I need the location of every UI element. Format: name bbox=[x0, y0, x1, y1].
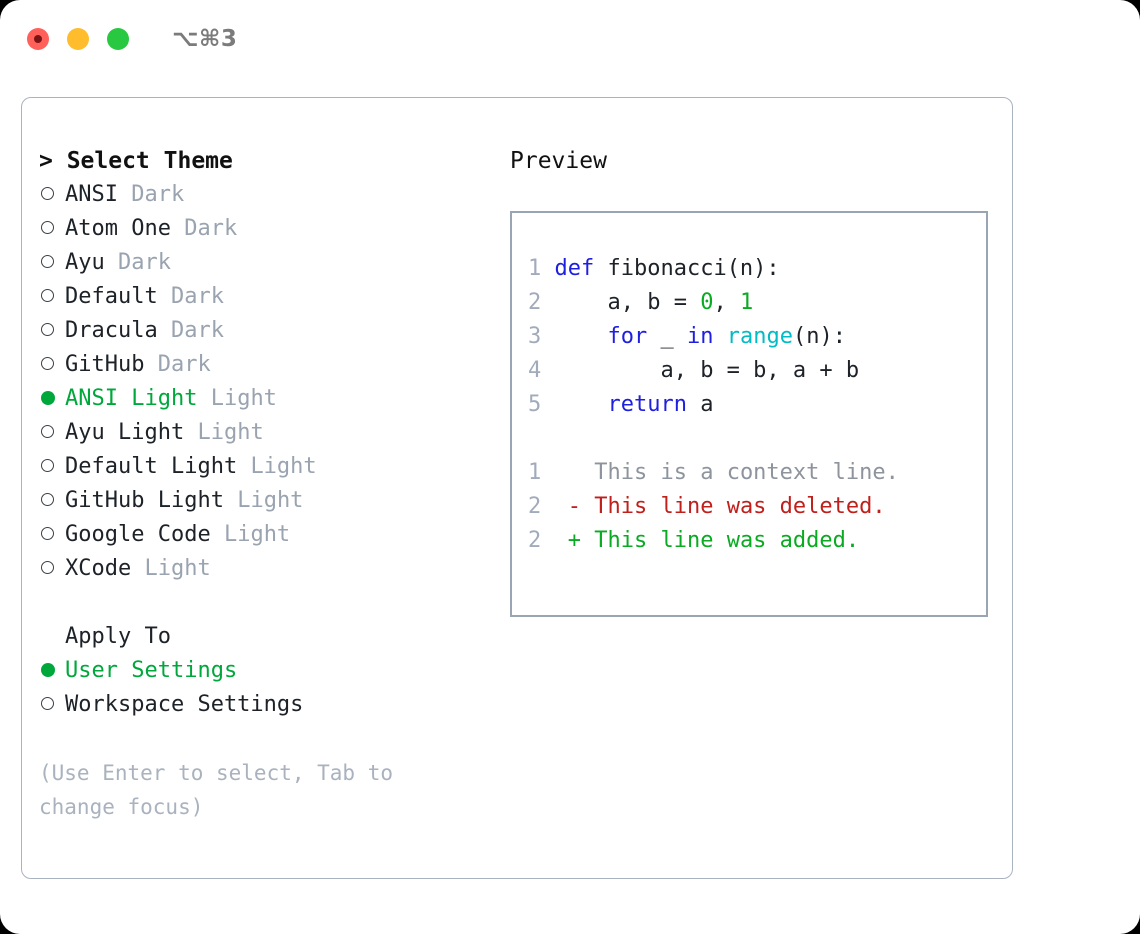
diff-sign bbox=[568, 460, 581, 485]
code-sample: 1 def fibonacci(n): 2 a, b = 0, 1 3 for … bbox=[528, 252, 986, 422]
diff-line-context: 1 This is a context line. bbox=[528, 456, 986, 490]
theme-option-tag: Light bbox=[144, 556, 211, 581]
code-token-plain: a, b = b, a + b bbox=[554, 358, 860, 383]
theme-option-list: ANSI Dark Atom One Dark Ayu Dark Default… bbox=[39, 178, 492, 586]
code-token-keyword: in bbox=[686, 324, 714, 349]
code-token-function: range bbox=[726, 324, 793, 349]
code-token-number: 0 bbox=[700, 290, 714, 315]
theme-option-label: Google Code bbox=[65, 522, 211, 547]
diff-sample: 1 This is a context line. 2 - This line … bbox=[528, 456, 986, 558]
code-token-plain bbox=[555, 324, 608, 349]
theme-option-tag: Light bbox=[250, 454, 317, 479]
code-line: 3 for _ in range(n): bbox=[528, 320, 986, 354]
theme-option-github-light[interactable]: GitHub Light Light bbox=[39, 484, 492, 518]
diff-line-deleted: 2 - This line was deleted. bbox=[528, 490, 986, 524]
theme-option-ansi-dark[interactable]: ANSI Dark bbox=[39, 178, 492, 212]
code-token-plain: fibonacci(n): bbox=[607, 256, 780, 281]
theme-option-xcode[interactable]: XCode Light bbox=[39, 552, 492, 586]
theme-option-tag: Light bbox=[237, 488, 304, 513]
theme-option-label: Default bbox=[65, 284, 158, 309]
keyboard-shortcut-label: ⌥⌘3 bbox=[172, 26, 238, 52]
apply-to-header: Apply To bbox=[65, 624, 171, 649]
line-number: 1 bbox=[528, 460, 542, 485]
apply-to-option-workspace-settings[interactable]: Workspace Settings bbox=[39, 688, 492, 722]
code-line: 5 return a bbox=[528, 388, 986, 422]
preview-spacer bbox=[528, 422, 986, 456]
line-number: 5 bbox=[528, 392, 542, 417]
line-number: 2 bbox=[528, 494, 542, 519]
theme-option-tag: Dark bbox=[157, 352, 211, 377]
theme-selector-column: > Select Theme ANSI Dark Atom One Dark A… bbox=[22, 98, 492, 878]
diff-sign: + bbox=[567, 528, 581, 553]
theme-option-default-light[interactable]: Default Light Light bbox=[39, 450, 492, 484]
preview-header: Preview bbox=[510, 148, 607, 174]
diff-line-added: 2 + This line was added. bbox=[528, 524, 986, 558]
theme-option-google-code[interactable]: Google Code Light bbox=[39, 518, 492, 552]
theme-option-ayu-dark[interactable]: Ayu Dark bbox=[39, 246, 492, 280]
maximize-window-button[interactable] bbox=[107, 28, 129, 50]
diff-text: This is a context line. bbox=[581, 460, 899, 485]
theme-option-label: GitHub Light bbox=[65, 488, 224, 513]
diff-sign: - bbox=[567, 494, 581, 519]
line-number: 3 bbox=[528, 324, 542, 349]
diff-text: This line was deleted. bbox=[581, 494, 886, 519]
code-line: 1 def fibonacci(n): bbox=[528, 252, 986, 286]
theme-option-label: XCode bbox=[65, 556, 132, 581]
minimize-window-button[interactable] bbox=[67, 28, 89, 50]
code-token-keyword: for bbox=[607, 324, 648, 349]
theme-option-tag: Dark bbox=[184, 216, 238, 241]
code-token-keyword: return bbox=[607, 392, 687, 417]
theme-option-tag: Dark bbox=[170, 318, 224, 343]
theme-option-tag: Dark bbox=[118, 250, 171, 275]
theme-option-default-dark[interactable]: Default Dark bbox=[39, 280, 492, 314]
theme-option-label: Atom One bbox=[65, 216, 171, 241]
theme-option-label: Dracula bbox=[65, 318, 158, 343]
line-number: 2 bbox=[528, 528, 542, 553]
theme-option-label: Default Light bbox=[65, 454, 238, 479]
theme-option-ansi-light[interactable]: ANSI Light Light bbox=[39, 382, 492, 416]
theme-option-tag: Light bbox=[210, 386, 277, 411]
code-token-plain: _ bbox=[647, 324, 687, 349]
preview-box: 1 def fibonacci(n): 2 a, b = 0, 1 3 for … bbox=[510, 211, 988, 617]
theme-option-tag: Dark bbox=[170, 284, 224, 309]
apply-to-option-label: Workspace Settings bbox=[65, 692, 304, 717]
line-number: 4 bbox=[528, 358, 542, 383]
theme-option-label: GitHub bbox=[65, 352, 145, 377]
line-number: 2 bbox=[528, 290, 542, 315]
theme-option-tag: Light bbox=[197, 420, 264, 445]
code-line: 4 a, b = b, a + b bbox=[528, 354, 986, 388]
code-line: 2 a, b = 0, 1 bbox=[528, 286, 986, 320]
theme-option-ayu-light[interactable]: Ayu Light Light bbox=[39, 416, 492, 450]
code-token-keyword: def bbox=[554, 256, 608, 281]
theme-option-label: ANSI bbox=[65, 182, 118, 207]
theme-option-tag: Light bbox=[223, 522, 291, 547]
code-token-plain: a, b = bbox=[554, 290, 701, 315]
code-token-plain: (n): bbox=[792, 324, 846, 349]
main-panel: > Select Theme ANSI Dark Atom One Dark A… bbox=[21, 97, 1013, 879]
theme-option-github-dark[interactable]: GitHub Dark bbox=[39, 348, 492, 382]
code-token-plain: , bbox=[713, 290, 740, 315]
diff-text: This line was added. bbox=[581, 528, 860, 553]
apply-to-option-label: User Settings bbox=[65, 658, 238, 683]
keyboard-hint-text: (Use Enter to select, Tab to change focu… bbox=[39, 761, 394, 819]
preview-column: Preview 1 def fibonacci(n): 2 a, b = 0, … bbox=[492, 98, 1012, 878]
theme-option-tag: Dark bbox=[131, 182, 185, 207]
title-bar: ⌥⌘3 bbox=[0, 0, 1140, 78]
code-token-number: 1 bbox=[739, 290, 754, 315]
code-token-plain bbox=[713, 324, 726, 349]
select-theme-header: > Select Theme bbox=[39, 148, 233, 174]
theme-option-label: Ayu bbox=[65, 250, 105, 275]
line-number: 1 bbox=[528, 256, 542, 281]
theme-option-dracula-dark[interactable]: Dracula Dark bbox=[39, 314, 492, 348]
code-token-plain: a bbox=[686, 392, 714, 417]
apply-to-option-user-settings[interactable]: User Settings bbox=[39, 654, 492, 688]
theme-option-atom-one-dark[interactable]: Atom One Dark bbox=[39, 212, 492, 246]
theme-option-label: ANSI Light bbox=[65, 386, 198, 411]
window-controls bbox=[27, 28, 129, 50]
theme-option-label: Ayu Light bbox=[65, 420, 185, 445]
code-token-plain bbox=[555, 392, 608, 417]
apply-to-option-list: User Settings Workspace Settings bbox=[39, 654, 492, 722]
close-window-button[interactable] bbox=[27, 28, 49, 50]
